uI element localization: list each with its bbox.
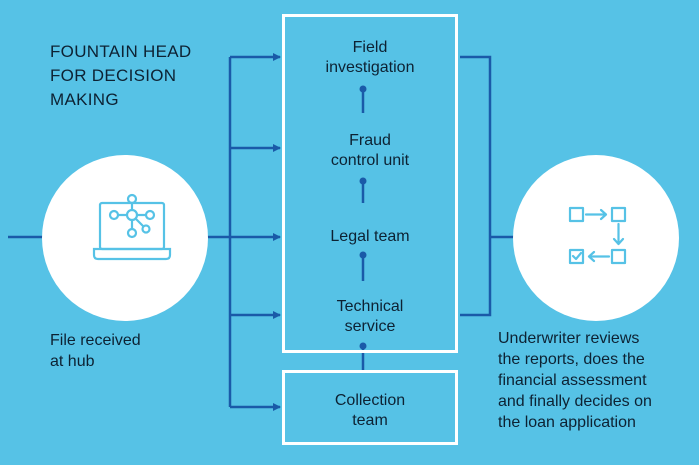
- step-legal-team: Legal team: [330, 228, 410, 245]
- connector-dot: [359, 177, 367, 185]
- step-collection-team: Collection team: [334, 392, 406, 429]
- connector-dot: [359, 342, 367, 350]
- laptop-network-icon: [92, 193, 172, 261]
- underwriter-node: [513, 155, 679, 321]
- diagram-title: FOUNTAIN HEAD FOR DECISION MAKING: [50, 42, 192, 109]
- collector-bracket: [460, 55, 492, 317]
- connector-dot: [359, 251, 367, 259]
- collection-box: [282, 370, 458, 445]
- investigation-box: [282, 14, 458, 353]
- file-received-caption: File received at hub: [50, 332, 141, 370]
- underwriter-caption: Underwriter reviews the reports, does th…: [498, 330, 652, 431]
- connector-dot: [359, 85, 367, 93]
- workflow-checklist-icon: [568, 206, 627, 265]
- step-technical-service: Technical service: [336, 298, 404, 335]
- step-field-investigation: Field investigation: [325, 39, 415, 76]
- step-fraud-control-unit: Fraud control unit: [330, 132, 410, 169]
- file-received-node: [42, 155, 208, 321]
